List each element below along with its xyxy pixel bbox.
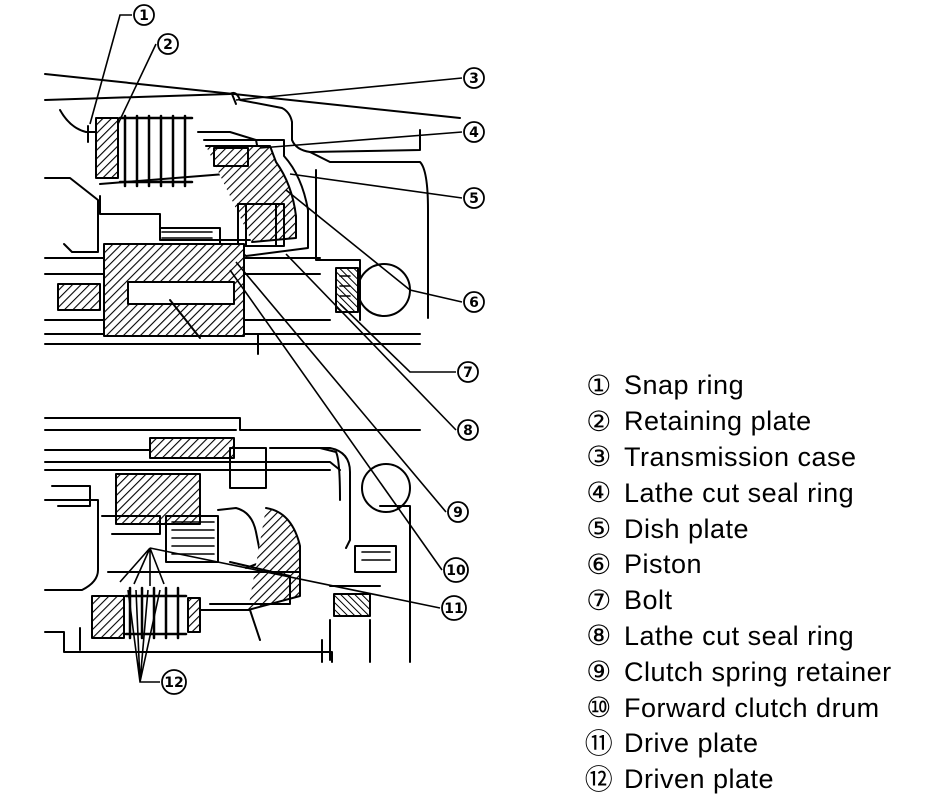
parts-legend: ① Snap ring ② Retaining plate ③ Transmissio…: [582, 368, 892, 798]
legend-label: Retaining plate: [624, 406, 812, 437]
legend-number: ⑩: [586, 692, 612, 724]
legend-number: ⑧: [586, 620, 612, 652]
legend-label: Clutch spring retainer: [624, 656, 892, 687]
legend-label: Piston: [624, 549, 703, 580]
legend-item: ⑨ Clutch spring retainer: [582, 654, 892, 690]
legend-label: Lathe cut seal ring: [624, 620, 855, 651]
svg-text:6: 6: [469, 295, 479, 311]
legend-item: ⑩ Forward clutch drum: [582, 690, 892, 726]
callout-10: 10: [443, 557, 469, 583]
legend-item: ⑦ Bolt: [582, 583, 892, 619]
legend-label: Driven plate: [624, 764, 775, 795]
legend-number: ⑦: [586, 584, 612, 616]
svg-text:9: 9: [453, 505, 463, 521]
legend-number: ⑤: [586, 513, 612, 545]
legend-number: ④: [586, 477, 612, 509]
callout-11: 11: [441, 595, 467, 621]
legend-label: Dish plate: [624, 513, 750, 544]
upper-half-section: [44, 73, 461, 355]
legend-item: ⑥ Piston: [582, 547, 892, 583]
svg-text:11: 11: [444, 601, 463, 617]
legend-number: ②: [586, 405, 612, 437]
legend-item: ① Snap ring: [582, 368, 892, 404]
upper-plates: [118, 114, 194, 188]
legend-label: Snap ring: [624, 370, 745, 401]
legend-item: ③ Transmission case: [582, 440, 892, 476]
callout-7: 7: [457, 361, 479, 383]
legend-label: Lathe cut seal ring: [624, 477, 855, 508]
legend-item: ⑤ Dish plate: [582, 511, 892, 547]
lower-half-section: [44, 417, 421, 663]
callout-1: 1: [133, 4, 155, 26]
callout-8: 8: [457, 419, 479, 441]
legend-item: ⑫ Driven plate: [582, 762, 892, 798]
svg-text:3: 3: [469, 71, 479, 87]
svg-text:2: 2: [163, 37, 173, 53]
callout-9: 9: [447, 501, 469, 523]
legend-label: Bolt: [624, 585, 673, 616]
legend-number: ⑨: [586, 656, 612, 688]
callout-5: 5: [463, 187, 485, 209]
legend-item: ⑧ Lathe cut seal ring: [582, 619, 892, 655]
callouts: 1 2 3 4 5 6 7 8 9 10 11 12: [133, 4, 485, 695]
svg-text:4: 4: [469, 125, 479, 141]
legend-number: ①: [586, 369, 612, 401]
legend-number: ⑥: [586, 548, 612, 580]
legend-item: ④ Lathe cut seal ring: [582, 475, 892, 511]
callout-6: 6: [463, 291, 485, 313]
legend-label: Drive plate: [624, 728, 759, 759]
svg-text:12: 12: [164, 675, 183, 691]
callout-2: 2: [157, 33, 179, 55]
callout-4: 4: [463, 121, 485, 143]
lower-plates: [124, 586, 188, 640]
legend-label: Forward clutch drum: [624, 692, 880, 723]
legend-item: ⑪ Drive plate: [582, 726, 892, 762]
legend-label: Transmission case: [624, 441, 857, 472]
leader-lines: [89, 14, 463, 683]
svg-text:10: 10: [446, 563, 466, 579]
lower-springs: [171, 521, 215, 555]
svg-text:1: 1: [139, 8, 149, 24]
callout-3: 3: [463, 67, 485, 89]
legend-number: ⑫: [584, 763, 614, 795]
svg-text:5: 5: [469, 191, 479, 207]
legend-number: ⑪: [584, 727, 614, 759]
svg-text:8: 8: [463, 423, 473, 439]
legend-number: ③: [586, 441, 612, 473]
callout-12: 12: [161, 669, 187, 695]
legend-item: ② Retaining plate: [582, 404, 892, 440]
svg-text:7: 7: [463, 365, 473, 381]
